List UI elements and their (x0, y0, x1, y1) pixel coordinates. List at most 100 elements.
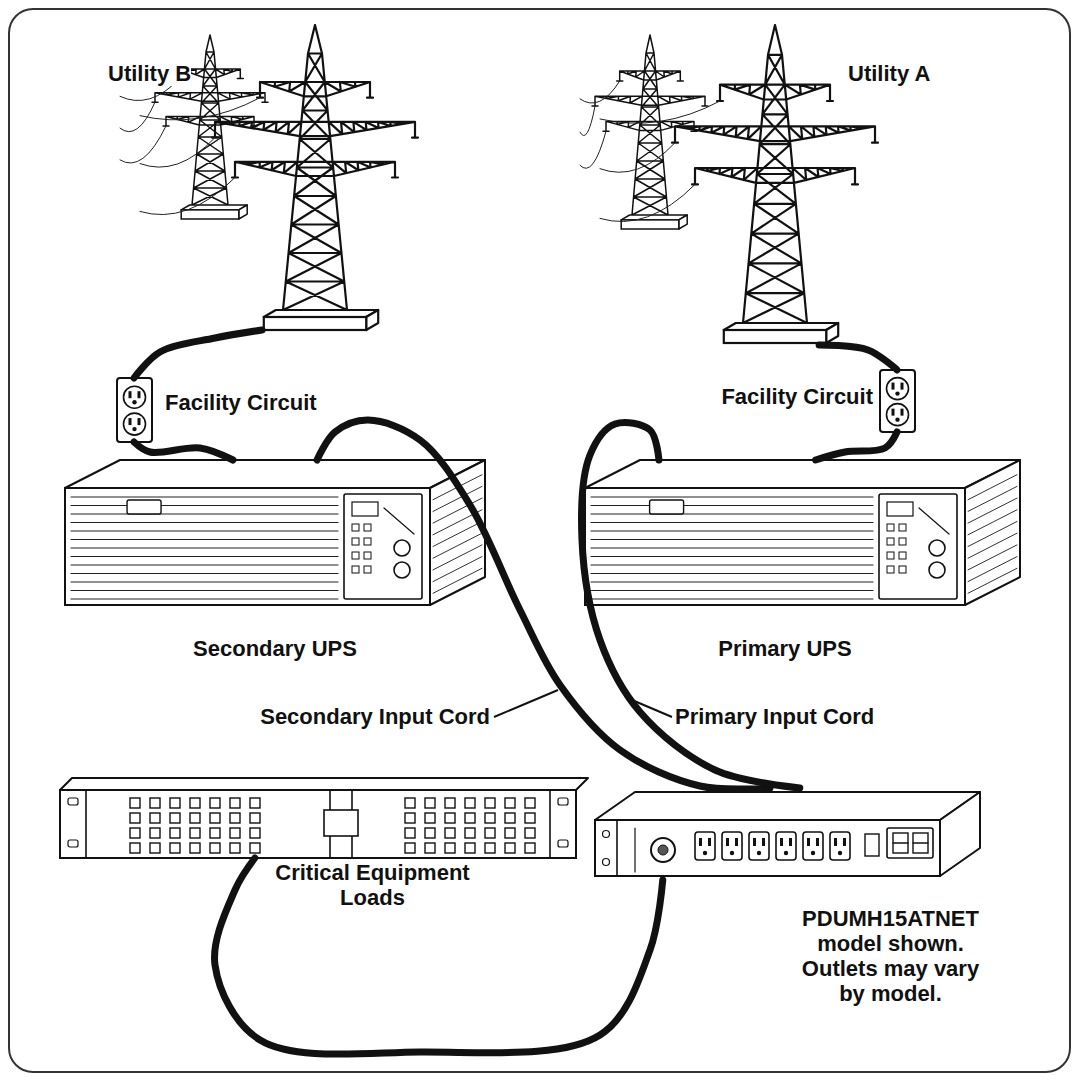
rack-port (170, 843, 180, 853)
rack-module (324, 810, 358, 836)
ups-indicator (352, 524, 359, 531)
pdu-outlet (749, 832, 769, 860)
ups-indicator (887, 538, 894, 545)
illustration-group (585, 460, 1020, 605)
rack-port (465, 798, 475, 808)
pdu-outlet-slot (834, 838, 837, 846)
outlet-slot (138, 391, 141, 398)
illustration-group (580, 25, 878, 343)
device-illustration (117, 378, 152, 442)
cord-label: Secondary Input Cord (190, 704, 490, 729)
pdu-outlet-slot (789, 838, 792, 846)
device-node: Utility A (590, 25, 880, 345)
tower-footing (181, 210, 239, 219)
outlet-socket (887, 378, 909, 400)
power-line-wire (580, 106, 595, 136)
device-illustration (880, 370, 915, 432)
ups-front (585, 488, 965, 605)
outlet-slot (892, 383, 895, 390)
device-illustration (585, 460, 1020, 605)
device-node: Primary UPS (585, 460, 1020, 605)
rack-port (250, 828, 260, 838)
ups-button (394, 540, 410, 556)
rack-port (150, 798, 160, 808)
rack-port (210, 813, 220, 823)
pdu-outlet-slot (699, 838, 702, 846)
rack-port (505, 828, 515, 838)
rack-port (405, 813, 415, 823)
rack-port (445, 813, 455, 823)
device-label: Utility B (108, 61, 191, 86)
device-illustration (65, 460, 485, 605)
pdu-outlet-ground (784, 851, 788, 855)
ups-indicator (364, 538, 371, 545)
power-cord (215, 858, 663, 1054)
power-line-wire (140, 177, 235, 214)
rack-port (485, 813, 495, 823)
ups-indicator (887, 566, 894, 573)
leader-line (494, 690, 558, 717)
pdu-breaker-core (658, 845, 668, 855)
power-line-wire (120, 126, 166, 163)
power-cord (134, 330, 262, 378)
outlet-socket (887, 404, 909, 426)
pdu-outlet-ground (838, 851, 842, 855)
pdu-outlet-ground (757, 851, 761, 855)
power-cord (819, 345, 897, 370)
pdu-outlet-slot (708, 838, 711, 846)
device-node: Facility Circuit (880, 370, 915, 432)
rack-port (525, 843, 535, 853)
rack-port (150, 828, 160, 838)
rack-port (230, 843, 240, 853)
device-label: PDUMH15ATNET model shown. Outlets may va… (793, 906, 988, 1006)
pdu-outlet (722, 832, 742, 860)
rack-port (425, 813, 435, 823)
device-node: Utility B (150, 25, 420, 330)
rack-ears (86, 790, 550, 858)
rack-port (525, 813, 535, 823)
ups-control-panel (879, 494, 957, 599)
pdu-outlet-slot (735, 838, 738, 846)
power-line-wire (140, 138, 215, 168)
tower-footing (264, 317, 366, 330)
device-node: PDUMH15ATNET model shown. Outlets may va… (595, 788, 980, 880)
pdu-outlet (803, 832, 823, 860)
pdu-outlet-ground (811, 851, 815, 855)
tower-lattice (592, 35, 708, 215)
outlet-socket (124, 413, 146, 435)
rack-port (210, 828, 220, 838)
rack-top (60, 778, 588, 790)
ups-button (929, 562, 945, 578)
device-illustration (590, 25, 880, 345)
device-illustration (60, 778, 588, 858)
rack-port (445, 843, 455, 853)
rack-port (170, 828, 180, 838)
rack-mount-hole (68, 840, 78, 847)
ups-display (887, 502, 913, 516)
rack-port (425, 828, 435, 838)
rack-port (190, 843, 200, 853)
ups-side (430, 460, 485, 605)
pdu-display-segment (893, 842, 928, 843)
ups-indicator (899, 566, 906, 573)
device-node: Facility Circuit (117, 378, 152, 442)
rack-port (445, 798, 455, 808)
rack-port (250, 843, 260, 853)
pdu-breaker (651, 838, 675, 862)
outlet-slot (129, 391, 132, 398)
device-node: Critical Equipment Loads (60, 778, 588, 858)
rack-port (465, 828, 475, 838)
rack-port (170, 813, 180, 823)
pdu-top (595, 792, 980, 820)
tower-footing-side (679, 215, 687, 229)
power-line-wire (140, 98, 260, 120)
rack-port (130, 828, 140, 838)
illustration-group (117, 378, 152, 442)
rack-mount-hole (68, 798, 78, 805)
outlet-slot (138, 418, 141, 425)
pdu-inlet-line (634, 828, 635, 872)
rack-port (505, 843, 515, 853)
rack-port (485, 828, 495, 838)
